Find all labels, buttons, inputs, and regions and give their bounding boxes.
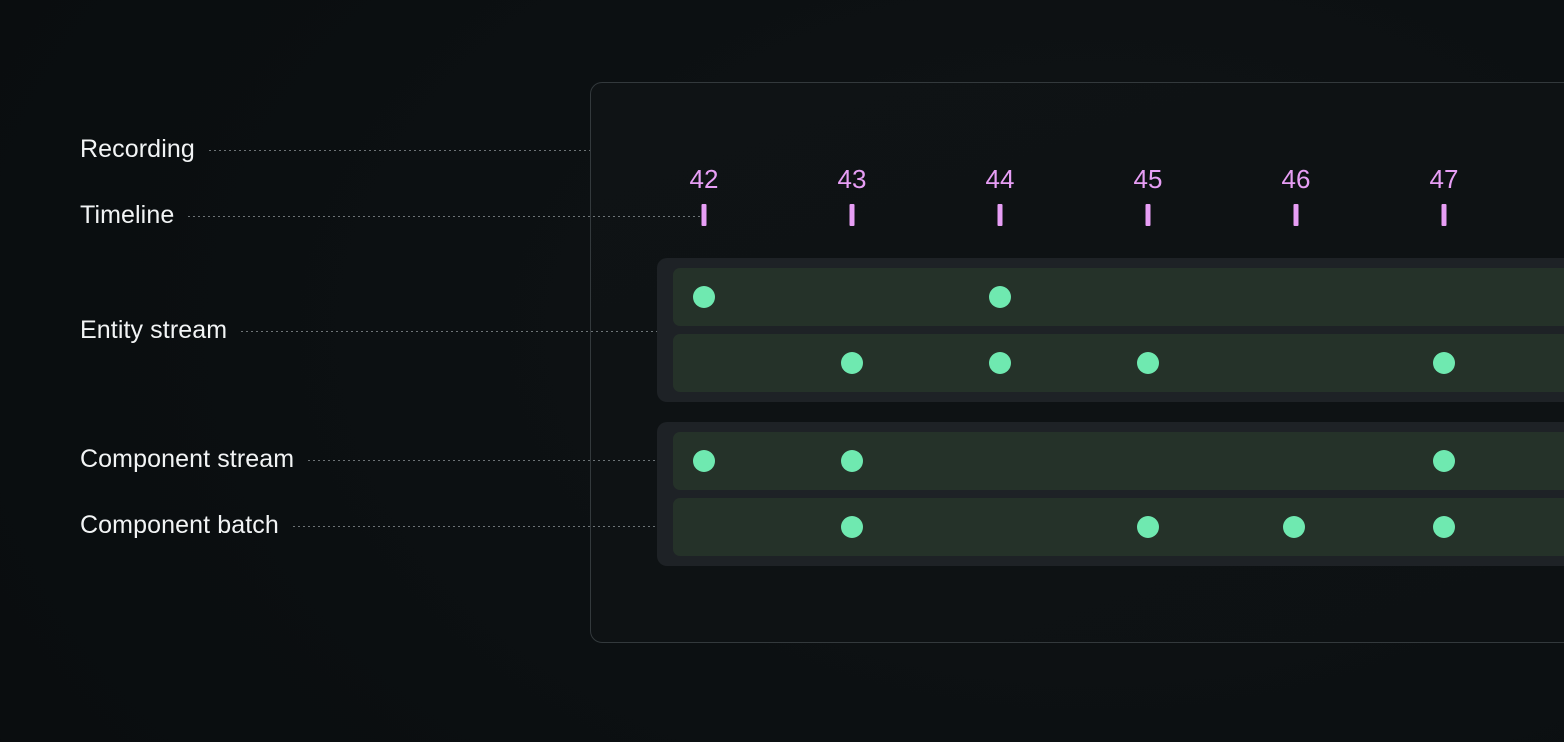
timeline-tick-mark-45[interactable]	[1145, 204, 1151, 226]
leader-line-component-stream	[308, 459, 690, 461]
leader-line-recording	[208, 149, 590, 151]
leader-line-timeline	[188, 215, 705, 217]
event-dot[interactable]	[693, 450, 715, 472]
event-dot[interactable]	[989, 286, 1011, 308]
component-group	[657, 422, 1564, 566]
timeline-tick-mark-47[interactable]	[1441, 204, 1447, 226]
event-dot[interactable]	[841, 450, 863, 472]
event-dot[interactable]	[693, 286, 715, 308]
annotation-component-batch-label: Component batch	[80, 511, 279, 539]
event-dot[interactable]	[1283, 516, 1305, 538]
annotation-component-stream-label: Component stream	[80, 445, 295, 473]
component-batch-row[interactable]	[673, 498, 1564, 556]
timeline-tick-label-44: 44	[985, 164, 1015, 194]
timeline-tick-mark-42[interactable]	[701, 204, 707, 226]
annotation-component-batch: Component batch	[80, 508, 840, 542]
event-dot[interactable]	[1433, 516, 1455, 538]
annotation-recording: Recording	[80, 132, 590, 166]
entity-stream-group	[657, 258, 1564, 402]
annotation-component-stream: Component stream	[80, 442, 690, 476]
timeline-tick-label-47: 47	[1429, 164, 1459, 194]
annotation-timeline-label: Timeline	[80, 201, 175, 229]
entity-stream-row-2[interactable]	[673, 334, 1564, 392]
timeline-tick-mark-43[interactable]	[849, 204, 855, 226]
component-stream-row[interactable]	[673, 432, 1564, 490]
timeline-tick-label-42: 42	[689, 164, 719, 194]
timeline-tick-label-43: 43	[837, 164, 867, 194]
annotation-entity-stream: Entity stream	[80, 313, 674, 347]
timeline-tick-label-46: 46	[1281, 164, 1311, 194]
leader-line-component-batch	[292, 525, 840, 527]
event-dot[interactable]	[989, 352, 1011, 374]
entity-stream-row-1[interactable]	[673, 268, 1564, 326]
timeline-tick-mark-46[interactable]	[1293, 204, 1299, 226]
event-dot[interactable]	[841, 352, 863, 374]
annotation-recording-label: Recording	[80, 135, 195, 163]
annotation-entity-stream-label: Entity stream	[80, 316, 228, 344]
event-dot[interactable]	[1433, 352, 1455, 374]
event-dot[interactable]	[841, 516, 863, 538]
timeline-tick-mark-44[interactable]	[997, 204, 1003, 226]
timeline-tick-label-45: 45	[1133, 164, 1163, 194]
event-dot[interactable]	[1433, 450, 1455, 472]
annotation-timeline: Timeline	[80, 198, 705, 232]
event-dot[interactable]	[1137, 352, 1159, 374]
event-dot[interactable]	[1137, 516, 1159, 538]
leader-line-entity-stream	[241, 330, 674, 332]
